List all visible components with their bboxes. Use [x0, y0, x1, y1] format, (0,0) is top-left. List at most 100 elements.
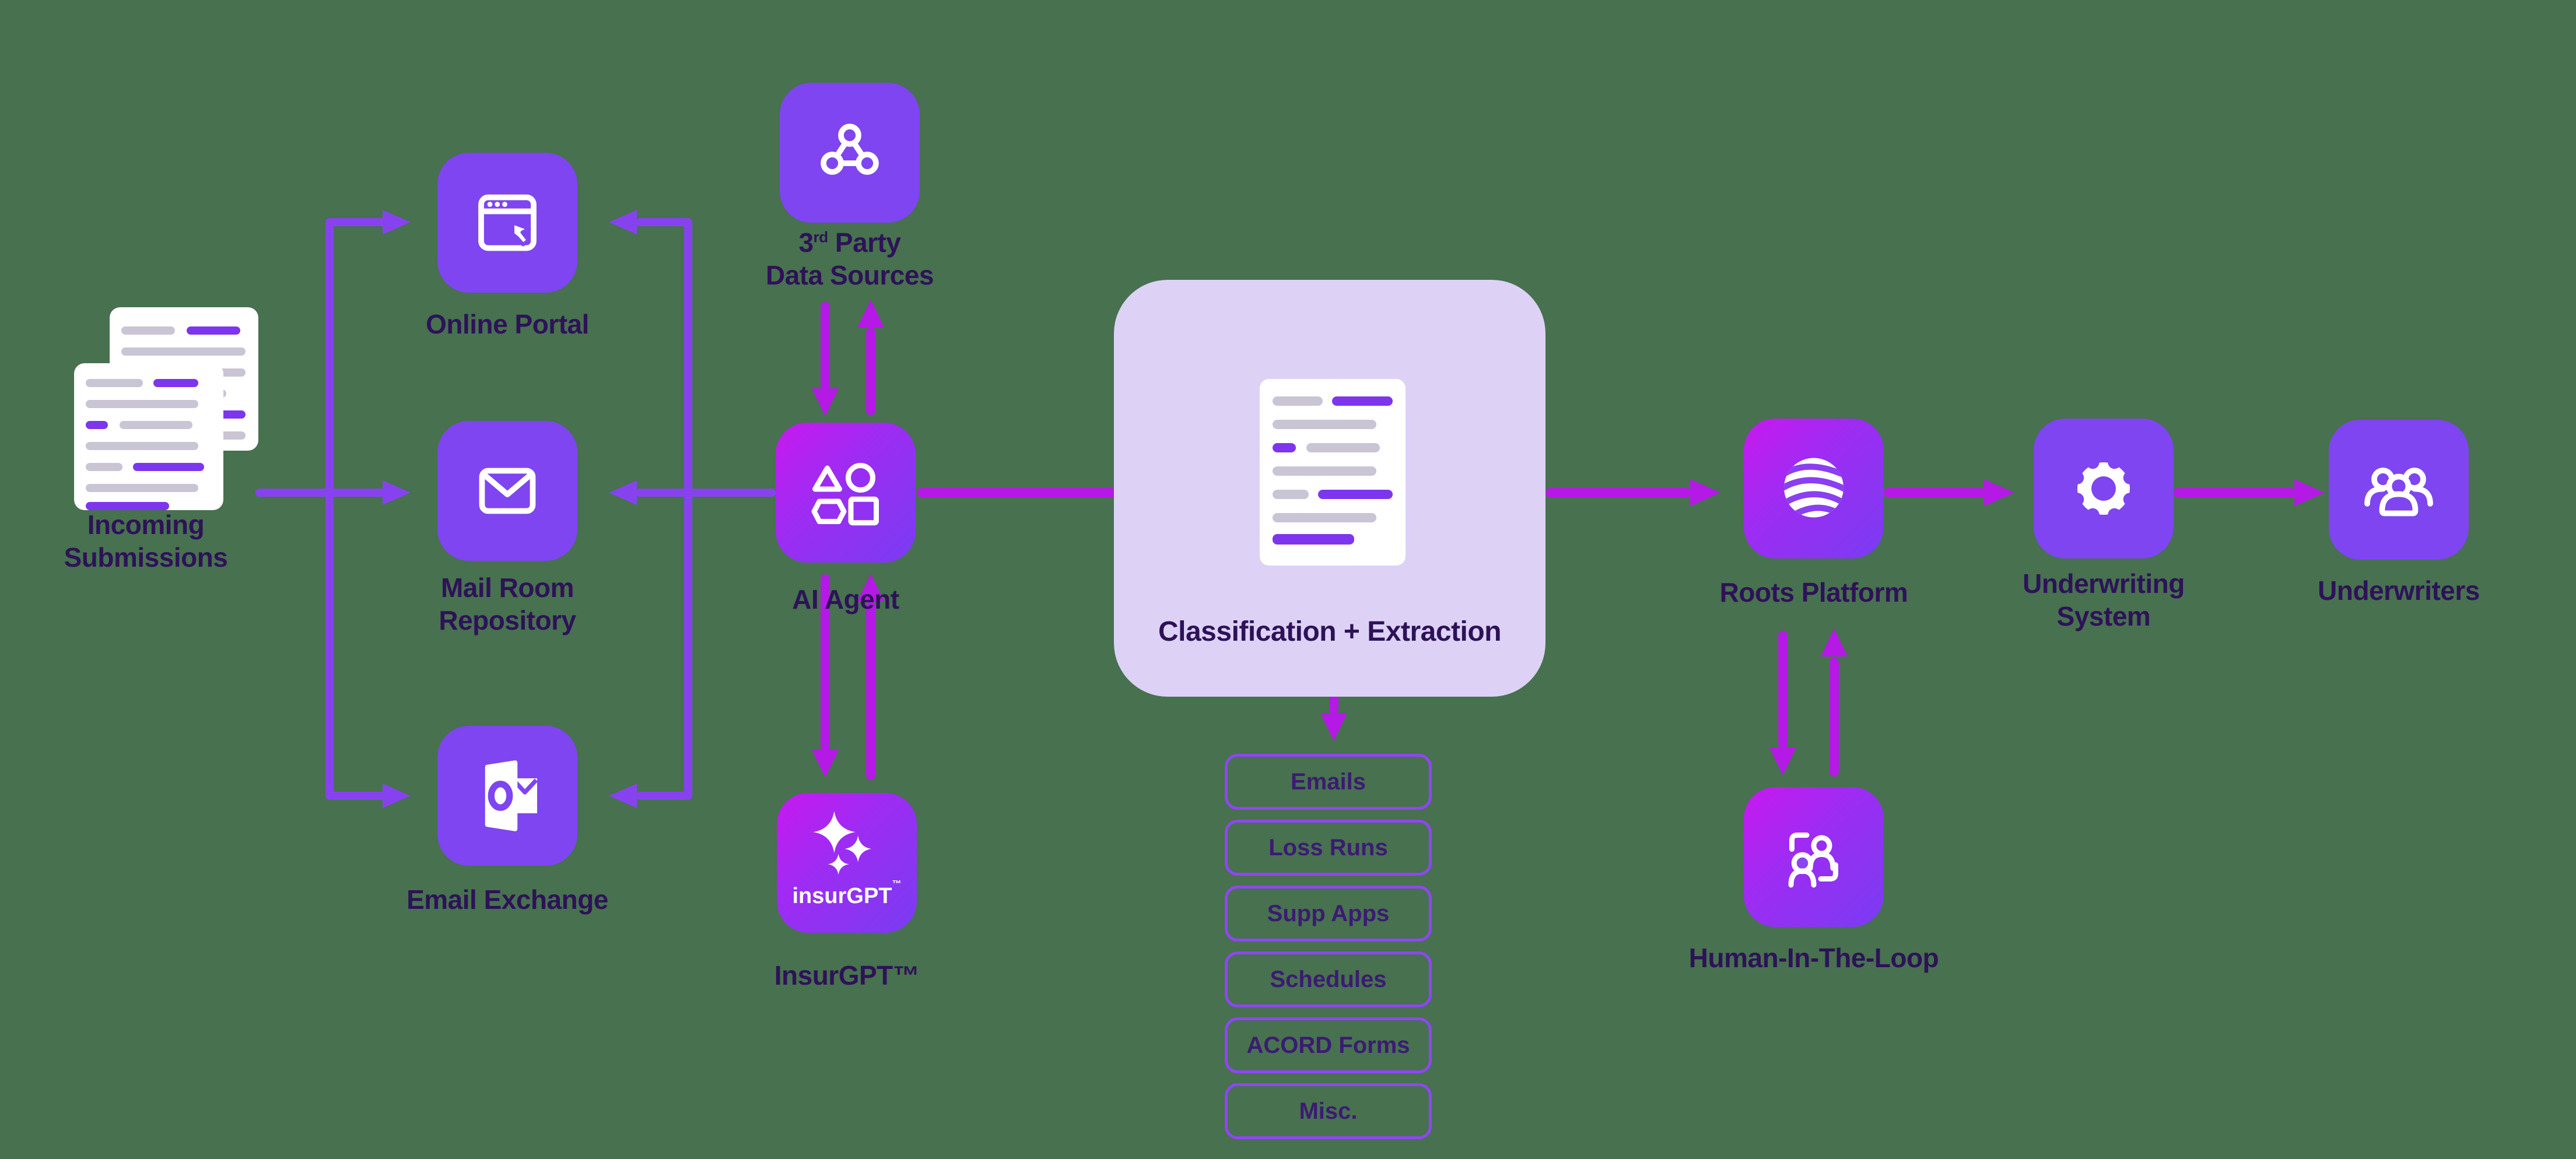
arrow-underwriting-to-underwriters-line: [2174, 488, 2295, 497]
sparkles-icon: [813, 811, 871, 875]
mail-room-icon: [437, 421, 577, 561]
people-group-icon: [2364, 468, 2433, 517]
shapes-icon: [811, 463, 879, 526]
browser-cursor-icon: [478, 194, 537, 251]
arrow-roots-to-underwriting-line: [1884, 488, 1985, 497]
network-nodes-icon: [821, 124, 879, 175]
doc-bar: [1273, 443, 1296, 452]
ai-agent-label: AI Agent: [792, 584, 899, 614]
underwriters-label: Underwriters: [2318, 575, 2480, 606]
human-in-the-loop-icon: [1744, 787, 1884, 927]
doc-bar: [1332, 396, 1393, 406]
arrow-back-to-online-portal-head: [609, 210, 637, 234]
online-portal-icon: [437, 153, 577, 293]
mail-room-line2: Repository: [439, 605, 576, 636]
underwriters-icon: [2329, 420, 2469, 560]
arrow-thirdparty-down-head: [812, 388, 839, 416]
arrow-to-email-exchange-head: [383, 784, 411, 808]
roots-platform-label: Roots Platform: [1719, 577, 1908, 607]
doctype-supp-apps: Supp Apps: [1225, 886, 1432, 942]
underwriting-system-label: Underwriting System: [1987, 567, 2220, 633]
doc-bar: [86, 379, 143, 387]
doc-bar: [1273, 513, 1376, 522]
classification-label: Classification + Extraction: [1158, 616, 1502, 647]
arrow-underwriting-to-underwriters-head: [2294, 479, 2325, 506]
incoming-submissions-line2: Submissions: [64, 542, 228, 573]
outlook-icon: [485, 760, 538, 831]
arrow-classification-to-doctypes-head: [1320, 713, 1347, 741]
arrow-thirdparty-up-head: [857, 300, 884, 328]
arrow-to-online-portal-line: [330, 218, 385, 226]
doc-bar: [1306, 443, 1380, 452]
incoming-doc-front: [74, 363, 223, 510]
arrow-thirdparty-down-line: [821, 302, 830, 389]
doc-bar: [121, 347, 246, 356]
arrow-classification-to-roots-head: [1690, 479, 1720, 506]
arrow-to-online-portal-head: [383, 210, 411, 234]
third-party-icon: [780, 83, 920, 223]
arrow-back-to-online-portal-line: [636, 218, 688, 226]
arrow-thirdparty-up-line: [866, 328, 875, 415]
doc-bar: [86, 442, 198, 450]
return-vertical-line: [684, 218, 692, 800]
arrow-agent-to-mailroom-line: [636, 489, 776, 497]
people-frame-icon: [1788, 833, 1838, 888]
arrow-to-email-exchange-line: [330, 792, 385, 800]
doctype-emails: Emails: [1225, 754, 1432, 810]
arrow-roots-to-hitl-head: [1769, 747, 1796, 775]
doc-bar: [86, 421, 108, 429]
online-portal-label: Online Portal: [426, 309, 589, 339]
arrow-insurgpt-to-agent-head: [857, 574, 884, 602]
underwriting-line1: Underwriting: [2023, 568, 2185, 599]
arrow-back-to-email-exchange-line: [636, 792, 688, 800]
doc-bar: [1273, 420, 1376, 429]
roots-logo-icon: [1784, 458, 1843, 518]
underwriting-line2: System: [2056, 601, 2151, 632]
doctype-loss-runs: Loss Runs: [1225, 820, 1432, 876]
arrow-agent-to-insurgpt-head: [812, 750, 839, 778]
classification-doc: [1260, 379, 1406, 566]
gear-icon: [2070, 455, 2137, 522]
arrow-docs-to-mailroom-line: [255, 489, 385, 497]
arrow-hitl-to-roots-line: [1830, 658, 1839, 777]
mail-room-label: Mail Room Repository: [391, 571, 624, 637]
doctype-acord-forms: ACORD Forms: [1225, 1017, 1432, 1073]
doc-bar: [121, 326, 175, 335]
incoming-submissions-line1: Incoming: [87, 510, 205, 540]
ai-agent-icon: [776, 423, 916, 563]
email-exchange-icon: [437, 726, 577, 866]
doc-bar: [86, 463, 122, 471]
doc-bar: [153, 379, 198, 387]
arrow-roots-to-underwriting-head: [1984, 479, 2014, 506]
doc-bar: [133, 463, 204, 471]
arrow-roots-to-hitl-line: [1778, 631, 1788, 749]
email-exchange-label: Email Exchange: [406, 884, 608, 915]
arrow-agent-to-insurgpt-line: [821, 574, 830, 751]
doc-bar: [86, 502, 169, 510]
third-party-line2: Data Sources: [765, 260, 934, 291]
third-party-line1: 3rd Party: [798, 227, 901, 258]
doc-bar: [1273, 490, 1309, 499]
envelope-icon: [479, 468, 536, 514]
doc-bar: [1273, 396, 1323, 406]
arrow-hitl-to-roots-head: [1821, 628, 1848, 656]
doc-bar: [1318, 490, 1393, 499]
doc-bar: [86, 484, 198, 492]
mail-room-line1: Mail Room: [440, 573, 574, 603]
insurgpt-icon: insurGPT™: [777, 793, 917, 933]
doc-bar: [1273, 466, 1376, 476]
human-in-the-loop-label: Human-In-The-Loop: [1688, 943, 1939, 973]
doc-bar: [120, 421, 192, 429]
doc-bar: [86, 400, 198, 408]
arrow-agent-to-mailroom-head: [609, 480, 637, 505]
doc-bar: [1273, 534, 1354, 545]
split-vertical-line: [325, 218, 334, 800]
arrow-docs-to-mailroom-head: [383, 480, 411, 505]
doctype-schedules: Schedules: [1225, 951, 1432, 1007]
arrow-back-to-email-exchange-head: [609, 784, 637, 808]
arrow-classification-to-roots-line: [1545, 488, 1691, 497]
insurgpt-label: InsurGPT™: [774, 960, 920, 991]
doc-bar: [187, 326, 240, 335]
doctype-misc: Misc.: [1225, 1083, 1432, 1139]
